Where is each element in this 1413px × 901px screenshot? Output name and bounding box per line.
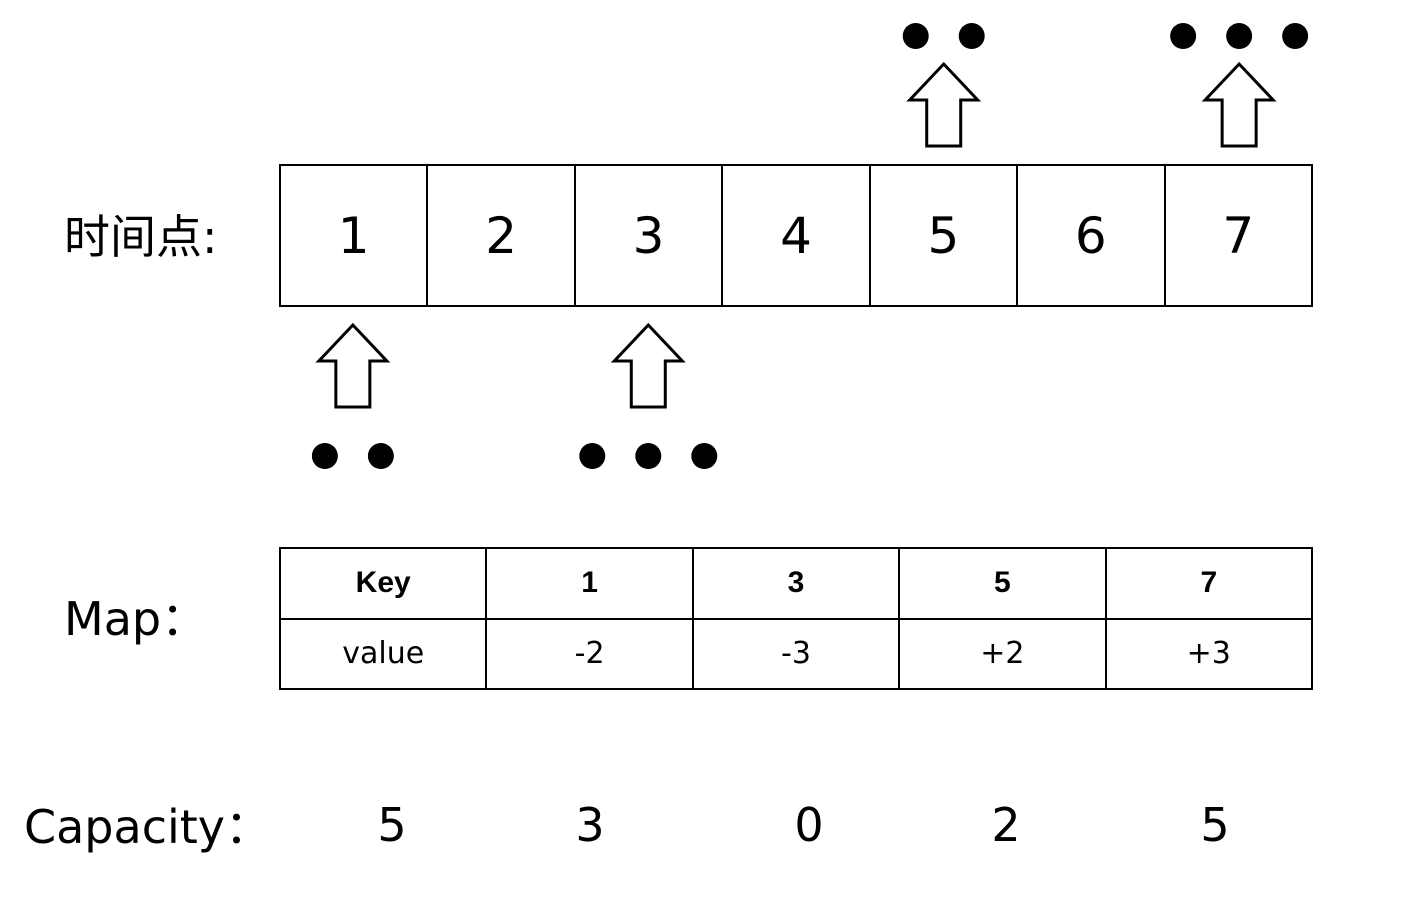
dot-marker (1226, 23, 1253, 49)
map-value-cell: +3 (1104, 617, 1314, 690)
dot-marker (579, 443, 606, 469)
map-key-cell: 7 (1104, 547, 1314, 620)
timeline-cell: 4 (723, 166, 871, 305)
dot-marker (311, 443, 338, 469)
map-key-cell: 5 (898, 547, 1107, 620)
up-arrow-icon (1201, 61, 1277, 148)
dot-marker (902, 23, 929, 49)
capacity-value: 3 (575, 798, 605, 852)
map-key-cell: Key (278, 547, 488, 620)
capacity-label: Capacity： (24, 800, 272, 854)
map-value-row: value -2 -3 +2 +3 (278, 617, 1314, 690)
up-arrow-icon (610, 322, 686, 409)
timeline-label: 时间点: (64, 210, 218, 264)
timeline-cell: 7 (1222, 206, 1255, 265)
up-arrow-icon (906, 61, 982, 148)
timeline-cell: 1 (281, 166, 429, 305)
map-key-cell: 1 (485, 547, 694, 620)
dot-marker (691, 443, 718, 469)
dot-marker (635, 443, 662, 469)
timeline-cell: 3 (576, 166, 724, 305)
capacity-value: 5 (377, 798, 407, 852)
map-key-cell: 3 (691, 547, 901, 620)
dot-marker (1282, 23, 1309, 49)
map-key-row: Key 1 3 5 7 (278, 547, 1314, 620)
timeline-cell: 5 (871, 166, 1019, 305)
map-value-cell: value (278, 617, 488, 690)
map-label: Map： (64, 592, 208, 646)
map-value-cell: -2 (485, 617, 694, 690)
timeline-cell: 6 (1018, 166, 1166, 305)
timeline-strip: 1 2 3 4 5 6 7 (279, 164, 1313, 307)
timeline-cell: 2 (428, 166, 576, 305)
dot-marker (367, 443, 394, 469)
dot-marker (958, 23, 985, 49)
map-value-cell: -3 (691, 617, 901, 690)
capacity-value: 0 (794, 798, 824, 852)
capacity-value: 5 (1200, 798, 1230, 852)
up-arrow-icon (315, 322, 391, 409)
map-value-cell: +2 (898, 617, 1107, 690)
dot-marker (1170, 23, 1197, 49)
capacity-value: 2 (991, 798, 1021, 852)
map-table: Key 1 3 5 7 value -2 -3 +2 +3 (278, 547, 1314, 690)
